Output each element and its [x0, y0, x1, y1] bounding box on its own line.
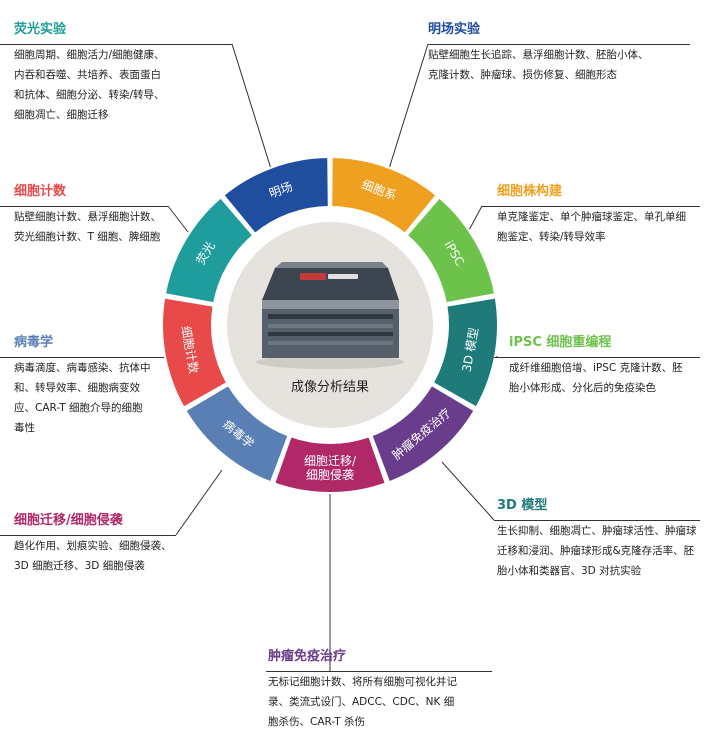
- rule-immuno: [266, 671, 492, 672]
- block-desc-immuno: 无标记细胞计数、将所有细胞可视化并记 录、类流式设门、ADCC、CDC、NK 细…: [268, 672, 498, 732]
- block-fluorescence: 荧光实验 细胞周期、细胞活力/细胞健康、 内吞和吞噬、共培养、表面蛋白 和抗体、…: [14, 21, 204, 125]
- desc-line: 录、类流式设门、ADCC、CDC、NK 细: [268, 696, 455, 708]
- rule-count: [0, 206, 168, 207]
- segment-virus: [184, 383, 290, 484]
- desc-line: 病毒滴度、病毒感染、抗体中: [14, 362, 151, 374]
- block-count: 细胞计数 贴壁细胞计数、悬浮细胞计数、 荧光细胞计数、T 细胞、脾细胞: [14, 183, 184, 247]
- leader-line-count: [167, 205, 189, 233]
- block-migration: 细胞迁移/细胞侵袭 趋化作用、划痕实验、细胞侵袭、 3D 细胞迁移、3D 细胞侵…: [14, 512, 194, 576]
- desc-line: 无标记细胞计数、将所有细胞可视化并记: [268, 676, 457, 688]
- desc-line: 应、CAR-T 细胞介导的细胞: [14, 402, 143, 414]
- leader-line-3d-model: [441, 461, 495, 521]
- desc-line: 胎小体和类器官、3D 对抗实验: [497, 565, 642, 577]
- segment-ipsc: [405, 196, 497, 305]
- segment-migration: [272, 435, 388, 494]
- desc-line: 趋化作用、划痕实验、细胞侵袭、: [14, 540, 172, 552]
- desc-line: 胞杀伤、CAR-T 杀伤: [268, 716, 365, 728]
- desc-line: 胞鉴定、转染/转导效率: [497, 231, 606, 243]
- desc-line: 胎小体形成、分化后的免疫染色: [509, 382, 656, 394]
- segment-immuno: [370, 383, 476, 484]
- segment-label-migration: 细胞迁移/细胞侵袭: [304, 453, 357, 481]
- block-title-fluorescence: 荧光实验: [14, 22, 67, 37]
- block-title-virus: 病毒学: [14, 335, 54, 350]
- desc-line: 单克隆鉴定、单个肿瘤球鉴定、单孔单细: [497, 211, 686, 223]
- desc-line: 3D 细胞迁移、3D 细胞侵袭: [14, 560, 145, 572]
- block-desc-brightfield: 贴壁细胞生长追踪、悬浮细胞计数、胚胎小体、 克隆计数、肿瘤球、损伤修复、细胞形态: [428, 45, 698, 85]
- block-desc-migration: 趋化作用、划痕实验、细胞侵袭、 3D 细胞迁移、3D 细胞侵袭: [14, 536, 194, 576]
- block-title-immuno: 肿瘤免疫治疗: [268, 649, 347, 664]
- desc-line: 克隆计数、肿瘤球、损伤修复、细胞形态: [428, 69, 617, 81]
- desc-line: 细胞凋亡、细胞迁移: [14, 109, 109, 121]
- block-desc-virus: 病毒滴度、病毒感染、抗体中 和、转导效率、细胞病变效 应、CAR-T 细胞介导的…: [14, 358, 174, 438]
- block-cell-line: 细胞株构建 单克隆鉴定、单个肿瘤球鉴定、单孔单细 胞鉴定、转染/转导效率: [497, 183, 702, 247]
- block-title-ipsc: iPSC 细胞重编程: [509, 335, 612, 350]
- rule-virus: [0, 357, 164, 358]
- center-label: 成像分析结果: [291, 380, 369, 395]
- block-desc-cell-line: 单克隆鉴定、单个肿瘤球鉴定、单孔单细 胞鉴定、转染/转导效率: [497, 207, 702, 247]
- leader-line-migration: [175, 469, 223, 536]
- block-brightfield: 明场实验 贴壁细胞生长追踪、悬浮细胞计数、胚胎小体、 克隆计数、肿瘤球、损伤修复…: [428, 21, 698, 85]
- desc-line: 迁移和浸润、肿瘤球形成&克隆存活率、胚: [497, 545, 695, 557]
- segment-cell_line: [330, 155, 439, 236]
- block-title-cell-line: 细胞株构建: [497, 184, 563, 199]
- segment-fluorescence: [163, 196, 255, 305]
- rule-migration: [0, 535, 176, 536]
- leader-line-fluorescence: [231, 43, 273, 173]
- block-desc-count: 贴壁细胞计数、悬浮细胞计数、 荧光细胞计数、T 细胞、脾细胞: [14, 207, 184, 247]
- rule-brightfield: [428, 44, 690, 45]
- desc-line: 内吞和吞噬、共培养、表面蛋白: [14, 69, 161, 81]
- segment-count: [161, 296, 229, 409]
- imaging-instrument-icon: [256, 262, 404, 369]
- leader-line-cell_line: [467, 205, 483, 233]
- desc-line: 毒性: [14, 422, 35, 434]
- leader-line-brightfield: [387, 43, 429, 173]
- block-title-count: 细胞计数: [14, 184, 67, 199]
- rule-ipsc: [494, 357, 700, 358]
- desc-line: 贴壁细胞生长追踪、悬浮细胞计数、胚胎小体、: [428, 49, 649, 61]
- desc-line: 成纤维细胞倍增、iPSC 克隆计数、胚: [509, 362, 683, 374]
- desc-line: 荧光细胞计数、T 细胞、脾细胞: [14, 231, 161, 243]
- desc-line: 贴壁细胞计数、悬浮细胞计数、: [14, 211, 161, 223]
- block-desc-fluorescence: 细胞周期、细胞活力/细胞健康、 内吞和吞噬、共培养、表面蛋白 和抗体、细胞分泌、…: [14, 45, 204, 125]
- block-ipsc: iPSC 细胞重编程 成纤维细胞倍增、iPSC 克隆计数、胚 胎小体形成、分化后…: [509, 334, 704, 398]
- block-virus: 病毒学 病毒滴度、病毒感染、抗体中 和、转导效率、细胞病变效 应、CAR-T 细…: [14, 334, 174, 438]
- block-immuno: 肿瘤免疫治疗 无标记细胞计数、将所有细胞可视化并记 录、类流式设门、ADCC、C…: [268, 648, 498, 732]
- block-title-3d-model: 3D 模型: [497, 498, 548, 513]
- rule-fluorescence: [0, 44, 232, 45]
- desc-line: 和、转导效率、细胞病变效: [14, 382, 140, 394]
- desc-line: 和抗体、细胞分泌、转染/转导、: [14, 89, 165, 101]
- wheel-segments: [161, 155, 499, 494]
- rule-cell-line: [482, 206, 700, 207]
- block-title-brightfield: 明场实验: [428, 22, 481, 37]
- block-3d-model: 3D 模型 生长抑制、细胞凋亡、肿瘤球活性、肿瘤球 迁移和浸润、肿瘤球形成&克隆…: [497, 497, 702, 581]
- rule-3d-model: [494, 520, 700, 521]
- block-desc-3d-model: 生长抑制、细胞凋亡、肿瘤球活性、肿瘤球 迁移和浸润、肿瘤球形成&克隆存活率、胚 …: [497, 521, 702, 581]
- segment-brightfield: [221, 155, 330, 236]
- segment-label-line: 细胞侵袭: [306, 467, 354, 482]
- block-desc-ipsc: 成纤维细胞倍增、iPSC 克隆计数、胚 胎小体形成、分化后的免疫染色: [509, 358, 704, 398]
- segment-label-line: 细胞迁移/: [304, 453, 357, 467]
- desc-line: 细胞周期、细胞活力/细胞健康、: [14, 49, 165, 61]
- block-title-migration: 细胞迁移/细胞侵袭: [14, 513, 123, 528]
- desc-line: 生长抑制、细胞凋亡、肿瘤球活性、肿瘤球: [497, 525, 697, 537]
- segment-model3d: [431, 296, 499, 409]
